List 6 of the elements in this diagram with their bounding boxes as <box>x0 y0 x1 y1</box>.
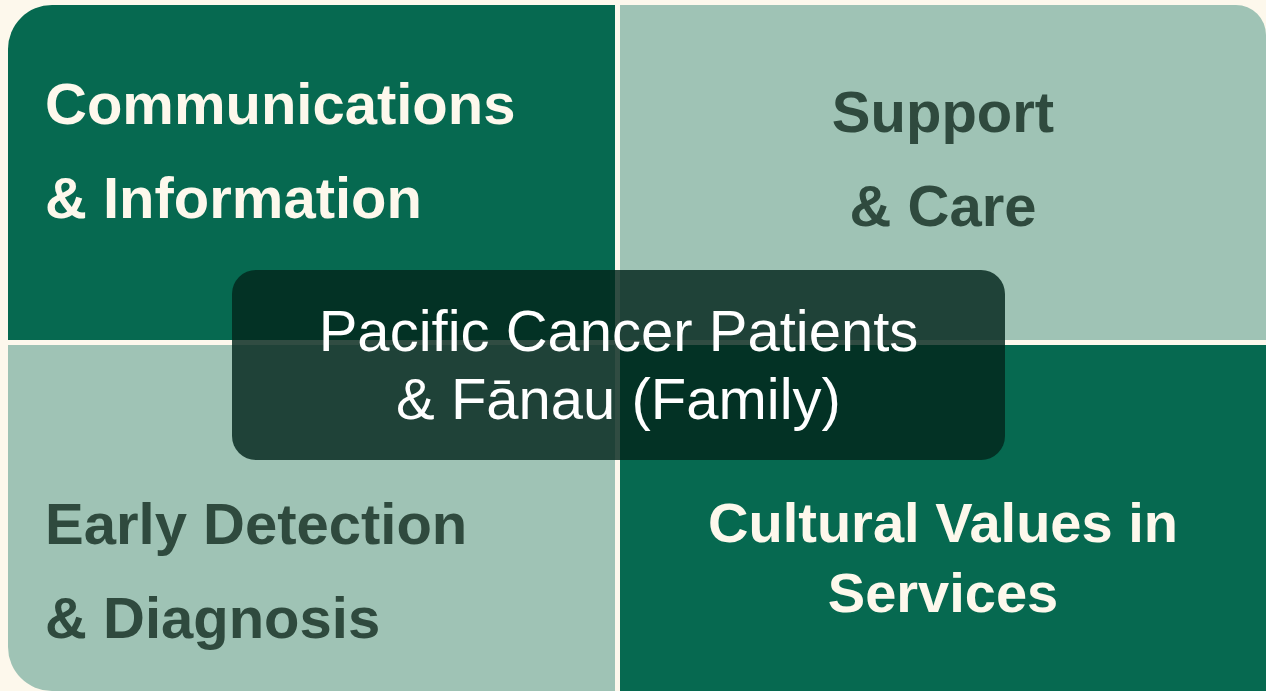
quadrant-title: Support & Care <box>830 78 1056 240</box>
center-title: Pacific Cancer Patients & Fānau (Family) <box>317 297 920 433</box>
center-label-box <box>232 270 1005 460</box>
quadrant-title: Communications & Information <box>45 70 517 232</box>
quadrant-title: Early Detection & Diagnosis <box>45 490 469 652</box>
quadrant-title: Cultural Values in Services <box>707 490 1179 626</box>
